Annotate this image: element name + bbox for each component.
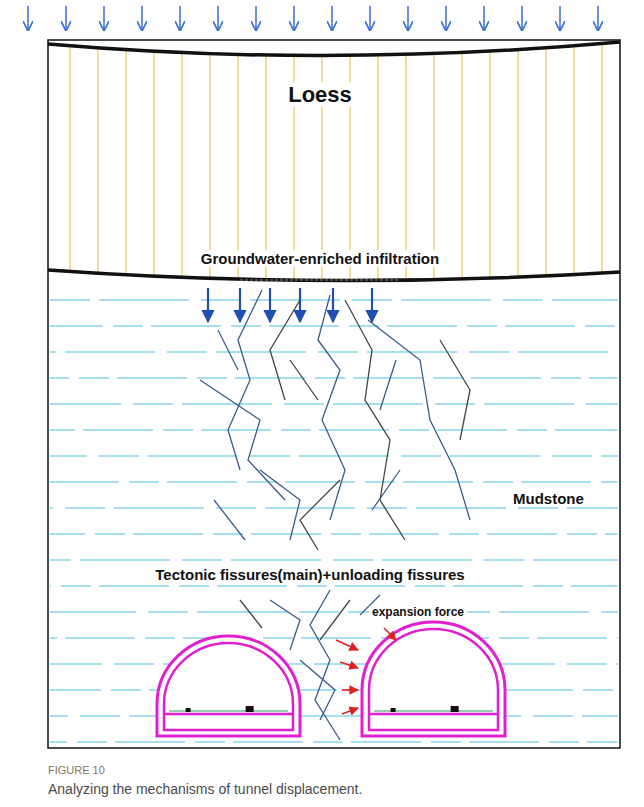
loess-line xyxy=(181,40,182,295)
tunnels xyxy=(157,622,505,736)
rain-arrows xyxy=(28,6,598,30)
figure-number: FIGURE 10 xyxy=(48,764,105,777)
water-table-dash xyxy=(240,280,400,281)
bedding-line xyxy=(50,585,618,586)
infiltration-label: Groundwater-enriched infiltration xyxy=(198,250,442,267)
rain-arrow xyxy=(103,6,105,30)
loess-line xyxy=(125,40,126,295)
bedding-line xyxy=(50,611,618,612)
ground-surface xyxy=(48,42,620,56)
seepage-arrow xyxy=(207,288,209,322)
loess-line xyxy=(461,40,462,295)
seepage-arrow xyxy=(371,288,373,322)
rain-arrow xyxy=(141,6,143,30)
loess-line xyxy=(489,40,490,295)
mudstone-layer: MudstoneTectonic fissures(main)+unloadin… xyxy=(48,284,620,746)
rain-arrow xyxy=(331,6,333,30)
bedding-line xyxy=(50,481,618,482)
figure-caption: Analyzing the mechanisms of tunnel displ… xyxy=(48,781,362,797)
equipment-mark xyxy=(186,708,191,712)
section-frame xyxy=(48,40,620,748)
rain-arrow xyxy=(255,6,257,30)
loess-layer: Loess xyxy=(48,46,620,272)
seepage-arrow xyxy=(239,288,241,322)
bedding-line xyxy=(50,351,618,352)
loess-hatching xyxy=(70,40,602,295)
bedding-line xyxy=(50,533,618,534)
loess-line xyxy=(573,40,574,295)
bedding-line xyxy=(50,663,618,664)
bedding-line xyxy=(50,637,618,638)
loess-line xyxy=(97,40,98,295)
rain-arrow xyxy=(521,6,523,30)
loess-line xyxy=(601,40,602,295)
seepage-arrow xyxy=(332,288,334,322)
bedding-line xyxy=(50,715,618,716)
equipment-mark xyxy=(391,708,396,712)
tunnel-inner-lining xyxy=(369,629,498,730)
tunnel-lining xyxy=(157,636,300,736)
loess-line xyxy=(517,40,518,295)
loess-line xyxy=(545,40,546,295)
rain-arrow xyxy=(65,6,67,30)
fissure-label: Tectonic fissures(main)+unloading fissur… xyxy=(152,566,467,583)
force-label: expansion force xyxy=(369,606,467,620)
equipment-mark xyxy=(451,706,459,712)
loess-mudstone-interface xyxy=(48,270,620,281)
rain-arrow xyxy=(483,6,485,30)
tunnel-invert xyxy=(369,713,498,716)
tunnel-lining xyxy=(362,622,505,736)
rain-arrow xyxy=(597,6,599,30)
loess-line xyxy=(153,40,154,295)
rain-arrow xyxy=(179,6,181,30)
rain-arrow xyxy=(217,6,219,30)
seepage-arrow xyxy=(299,288,301,322)
tunnel-inner-lining xyxy=(164,643,293,730)
bedding-line xyxy=(50,325,618,326)
rain-arrow xyxy=(445,6,447,30)
rain-arrow xyxy=(559,6,561,30)
bedding-line xyxy=(50,403,618,404)
bedding-line xyxy=(50,455,618,456)
bedding-line xyxy=(50,377,618,378)
layer-name: Mudstone xyxy=(510,490,587,507)
rain-arrow xyxy=(27,6,29,30)
rain-arrow xyxy=(369,6,371,30)
bedding-line xyxy=(50,559,618,560)
expansion-force-arrows xyxy=(336,628,396,714)
tunnel-invert xyxy=(164,713,293,716)
equipment-mark xyxy=(246,706,254,712)
rain-arrow xyxy=(407,6,409,30)
mudstone-bedding xyxy=(50,300,618,742)
rain-arrow xyxy=(293,6,295,30)
bedding-line xyxy=(50,429,618,430)
seepage-arrow xyxy=(269,288,271,322)
layer-name: Loess xyxy=(285,82,355,107)
loess-line xyxy=(69,40,70,295)
bedding-line xyxy=(50,741,618,742)
